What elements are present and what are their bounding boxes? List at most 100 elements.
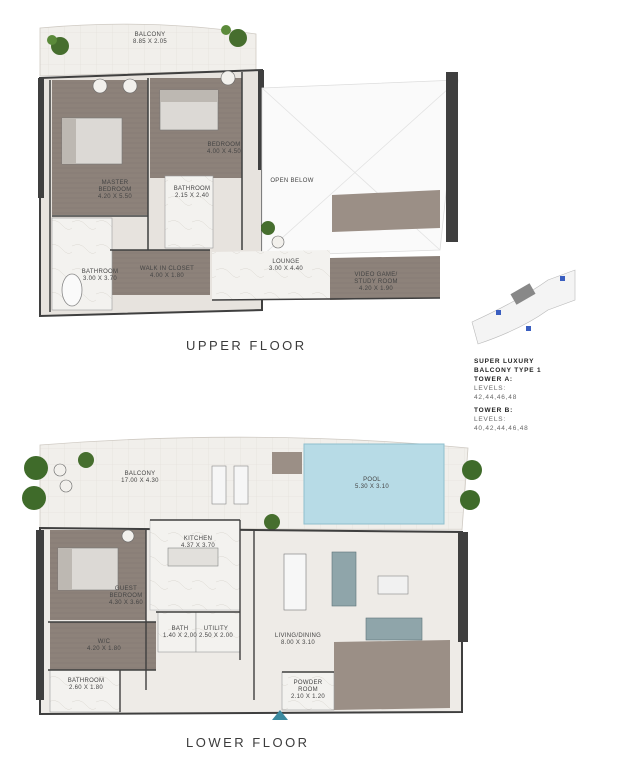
unit-highlight xyxy=(560,276,565,281)
coffee-table-icon xyxy=(377,575,409,595)
pool-label: POOL xyxy=(363,477,381,483)
lounge-dims: 3.00 X 4.40 xyxy=(269,266,303,272)
facade-column xyxy=(458,532,468,642)
unit-highlight xyxy=(496,310,501,315)
chair-icon xyxy=(53,463,67,477)
upper-balcony-label: BALCONY xyxy=(135,32,166,38)
plant-icon xyxy=(47,35,57,45)
wic-floor xyxy=(50,622,156,670)
utility-label: UTILITY xyxy=(204,626,228,632)
upper-balcony-dims: 8.85 X 2.05 xyxy=(133,39,167,45)
living-dining-dims: 8.00 X 3.10 xyxy=(281,640,315,646)
bath-label: BATH xyxy=(172,626,189,632)
powder-room-label-2: ROOM xyxy=(298,687,318,693)
living-dining-label: LIVING/DINING xyxy=(275,633,321,639)
master-bedroom-dims: 4.20 X 5.50 xyxy=(98,194,132,200)
plant-icon xyxy=(264,514,280,530)
lower-bathroom-dims: 2.60 X 1.80 xyxy=(69,685,103,691)
bathroom-floor xyxy=(51,217,113,311)
sunbed-icon xyxy=(211,465,227,505)
plant-icon xyxy=(261,221,275,235)
walk-in-closet-floor xyxy=(110,250,210,295)
walk-in-closet-label: WALK IN CLOSET xyxy=(140,266,194,272)
chair-icon xyxy=(59,479,73,493)
kitchen-label: KITCHEN xyxy=(184,536,212,542)
bedroom-dims: 4.00 X 4.50 xyxy=(207,149,241,155)
wic-label: W/C xyxy=(98,639,111,645)
lower-floor-title: LOWER FLOOR xyxy=(186,735,310,750)
unit-info-panel: SUPER LUXURY BALCONY TYPE 1 TOWER A: LEV… xyxy=(474,357,574,433)
plant-icon xyxy=(22,486,46,510)
powder-room-label: POWDER xyxy=(294,680,323,686)
study-room-label-2: STUDY ROOM xyxy=(354,279,398,285)
tower-b-heading: TOWER B: xyxy=(474,407,514,414)
tower-b-levels-label: LEVELS: xyxy=(474,416,506,423)
sofa-icon xyxy=(331,551,357,607)
small-bathroom-floor xyxy=(164,175,214,249)
chair-icon xyxy=(220,70,236,86)
key-plan-thumbnail xyxy=(471,269,576,345)
utility-dims: 2.50 X 2.00 xyxy=(199,633,233,639)
lounge-floor xyxy=(212,250,330,300)
kitchen-dims: 4.37 X 3.70 xyxy=(181,543,215,549)
study-room-label: VIDEO GAME/ xyxy=(355,272,398,278)
upper-floor-plan xyxy=(38,23,459,318)
chair-icon xyxy=(121,529,135,543)
wic-dims: 4.20 X 1.80 xyxy=(87,646,121,652)
plant-icon xyxy=(229,29,247,47)
lounge-label: LOUNGE xyxy=(272,259,299,265)
bathtub-icon xyxy=(61,273,83,307)
facade-column xyxy=(38,78,44,198)
lower-bathroom-floor xyxy=(49,669,121,713)
walk-in-closet-dims: 4.00 X 1.80 xyxy=(150,273,184,279)
lower-balcony-dims: 17.00 X 4.30 xyxy=(121,478,159,484)
tower-a-levels: 42,44,46,48 xyxy=(474,394,518,401)
lower-floor-plan xyxy=(22,436,482,720)
deck-block xyxy=(272,452,302,474)
plant-icon xyxy=(462,460,482,480)
master-bedroom-label-2: BEDROOM xyxy=(98,187,131,193)
dining-table-icon xyxy=(283,553,307,611)
unit-highlight xyxy=(526,326,531,331)
study-room-dims: 4.20 X 1.90 xyxy=(359,286,393,292)
pool xyxy=(303,443,445,525)
upper-floor-title: UPPER FLOOR xyxy=(186,338,307,353)
facade-column xyxy=(446,72,458,242)
master-bedroom-label: MASTER xyxy=(102,180,129,186)
bathroom-label: BATHROOM xyxy=(82,269,119,275)
small-bathroom-label: BATHROOM xyxy=(174,186,211,192)
small-bathroom-dims: 2.15 X 2.40 xyxy=(175,193,209,199)
upper-balcony-area xyxy=(39,23,257,77)
guest-bedroom-label: GUEST xyxy=(115,586,137,592)
bath-floor xyxy=(157,611,197,653)
plant-icon xyxy=(24,456,48,480)
kitchen-island-icon xyxy=(167,547,219,567)
sofa-icon xyxy=(365,617,423,641)
bath-dims: 1.40 X 2.00 xyxy=(163,633,197,639)
facade-column xyxy=(258,70,264,170)
tower-a-levels-label: LEVELS: xyxy=(474,385,506,392)
study-room-floor xyxy=(330,256,440,300)
facade-column xyxy=(36,530,44,700)
unit-type-line-2: BALCONY TYPE 1 xyxy=(474,367,542,374)
tower-b-levels: 40,42,44,46,48 xyxy=(474,425,529,432)
chair-icon xyxy=(92,78,108,94)
lower-balcony-label: BALCONY xyxy=(125,471,156,477)
open-below-label: OPEN BELOW xyxy=(270,178,313,184)
guest-bedroom-dims: 4.30 X 3.60 xyxy=(109,600,143,606)
sunbed-icon xyxy=(233,465,249,505)
stair-block xyxy=(332,190,440,232)
bathroom-dims: 3.00 X 3.70 xyxy=(83,276,117,282)
unit-type-line-1: SUPER LUXURY xyxy=(474,358,535,365)
pool-dims: 5.30 X 3.10 xyxy=(355,484,389,490)
powder-room-dims: 2.10 X 1.20 xyxy=(291,694,325,700)
chair-icon xyxy=(271,235,285,249)
bedroom-label: BEDROOM xyxy=(207,142,240,148)
tower-a-heading: TOWER A: xyxy=(474,376,513,383)
chair-icon xyxy=(122,78,138,94)
utility-floor xyxy=(195,611,241,653)
room-labels: BALCONY 8.85 X 2.05 MASTER BEDROOM 4.20 … xyxy=(68,32,398,700)
plant-icon xyxy=(460,490,480,510)
guest-bedroom-label-2: BEDROOM xyxy=(109,593,142,599)
